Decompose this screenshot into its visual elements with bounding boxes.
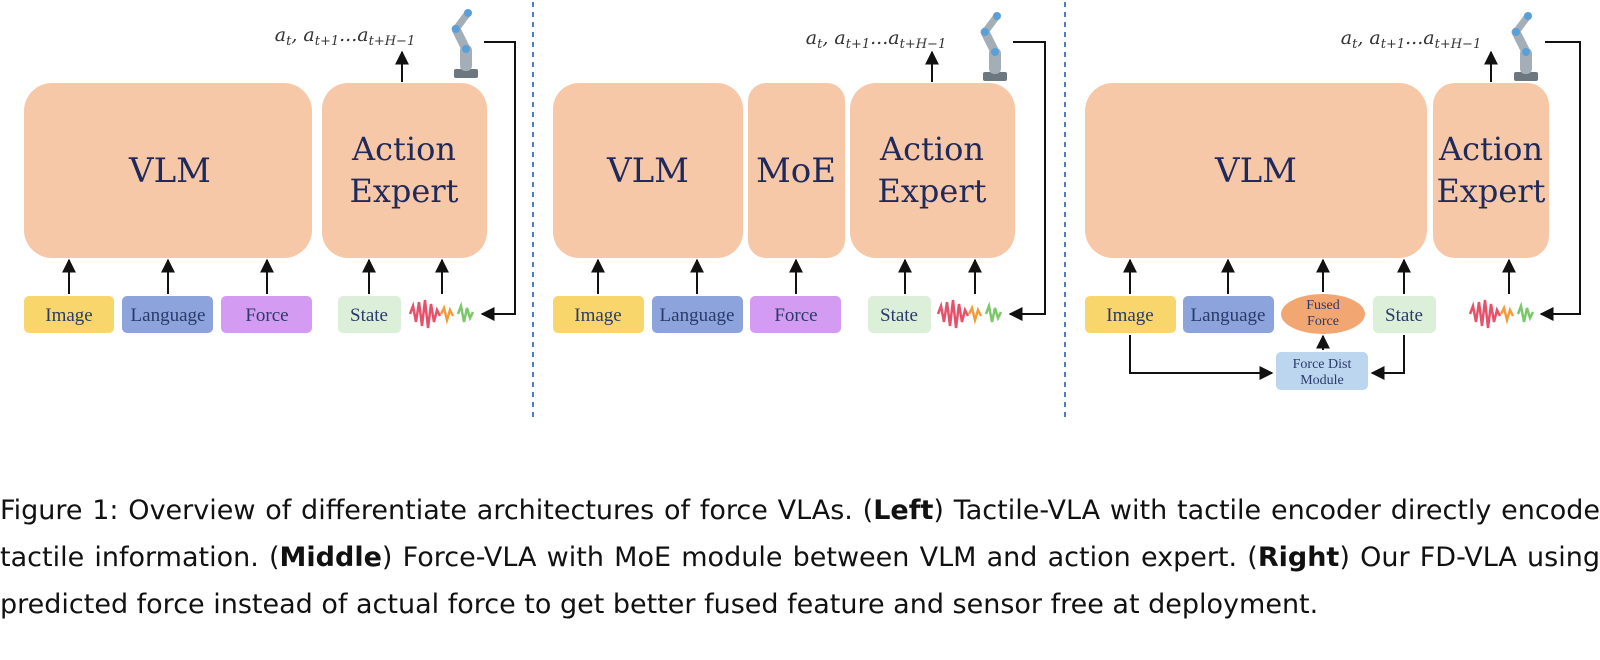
action-expert-block (1433, 83, 1549, 258)
vlm-block (24, 83, 312, 258)
force-dist-module (1276, 352, 1368, 390)
language-label: Language (660, 305, 735, 326)
moe-label: MoE (756, 151, 836, 191)
state-input (868, 296, 931, 333)
action-expert-block (850, 83, 1015, 258)
image-input (1085, 296, 1176, 333)
force-dist-label-2: Module (1300, 373, 1344, 388)
action-expert-label-2: Expert (350, 172, 459, 210)
language-label: Language (1191, 305, 1266, 326)
panel-right: VLM Action Expert Image Language Fused F… (1085, 12, 1581, 390)
force-input (221, 296, 312, 333)
action-expert-label-2: Expert (1437, 172, 1546, 210)
caption-part-4: ) Our FD-VLA using predicted force inste… (0, 542, 1600, 620)
caption-part-3: ) Force-VLA with MoE module between VLM … (381, 542, 1258, 573)
action-expert-label-2: Expert (878, 172, 987, 210)
state-input (1373, 296, 1436, 333)
state-label: State (880, 305, 918, 326)
noise-icon (408, 299, 475, 329)
state-input (338, 296, 401, 333)
image-input (24, 296, 114, 333)
caption-middle-bold: Middle (279, 542, 382, 573)
caption-part-2: ) Tactile-VLA with tactile encoder direc… (0, 495, 1600, 573)
force-dist-label-1: Force Dist (1293, 357, 1352, 372)
fused-force-label-2: Force (1307, 314, 1339, 329)
image-input (553, 296, 644, 333)
language-input (122, 296, 213, 333)
force-label: Force (245, 305, 288, 326)
language-label: Language (131, 305, 206, 326)
architecture-diagram: VLM Action Expert Image Language Force S… (24, 2, 1581, 420)
robot-arm-icon (451, 9, 478, 78)
language-input (652, 296, 743, 333)
action-expert-block (322, 83, 487, 258)
action-sequence-label: at, at+1...at+H−1 (806, 27, 946, 52)
noise-icon (1468, 299, 1535, 329)
vlm-label: VLM (128, 151, 211, 191)
architecture-figure: VLM Action Expert Image Language Force S… (24, 2, 1581, 420)
action-sequence-label: at, at+1...at+H−1 (1341, 27, 1481, 52)
action-sequence-label: at, at+1...at+H−1 (275, 24, 415, 49)
force-label: Force (774, 305, 817, 326)
fused-force-node (1281, 294, 1365, 334)
fused-force-label-1: Fused (1306, 298, 1339, 313)
action-expert-label-1: Action (1438, 130, 1543, 168)
caption-prefix: Figure 1: Overview of differentiate arch… (0, 495, 874, 526)
caption-right-bold: Right (1257, 542, 1340, 573)
noise-icon (936, 299, 1003, 329)
force-input (750, 296, 841, 333)
image-label: Image (574, 305, 621, 326)
action-expert-label-1: Action (879, 130, 984, 168)
vlm-label: VLM (606, 151, 689, 191)
state-label: State (1385, 305, 1423, 326)
image-label: Image (45, 305, 92, 326)
state-label: State (350, 305, 388, 326)
panel-middle: VLM MoE Action Expert Image Language For… (553, 12, 1046, 333)
panel-left: VLM Action Expert Image Language Force S… (24, 9, 516, 333)
vlm-block (553, 83, 743, 258)
figure-caption: Figure 1: Overview of differentiate arch… (0, 487, 1600, 628)
robot-arm-icon (1511, 12, 1538, 81)
vlm-block (1085, 83, 1427, 258)
image-label: Image (1106, 305, 1153, 326)
caption-left-bold: Left (873, 495, 934, 526)
vlm-label: VLM (1214, 151, 1297, 191)
robot-arm-icon (980, 12, 1007, 81)
action-expert-label-1: Action (351, 130, 456, 168)
language-input (1183, 296, 1274, 333)
moe-block (748, 83, 845, 258)
